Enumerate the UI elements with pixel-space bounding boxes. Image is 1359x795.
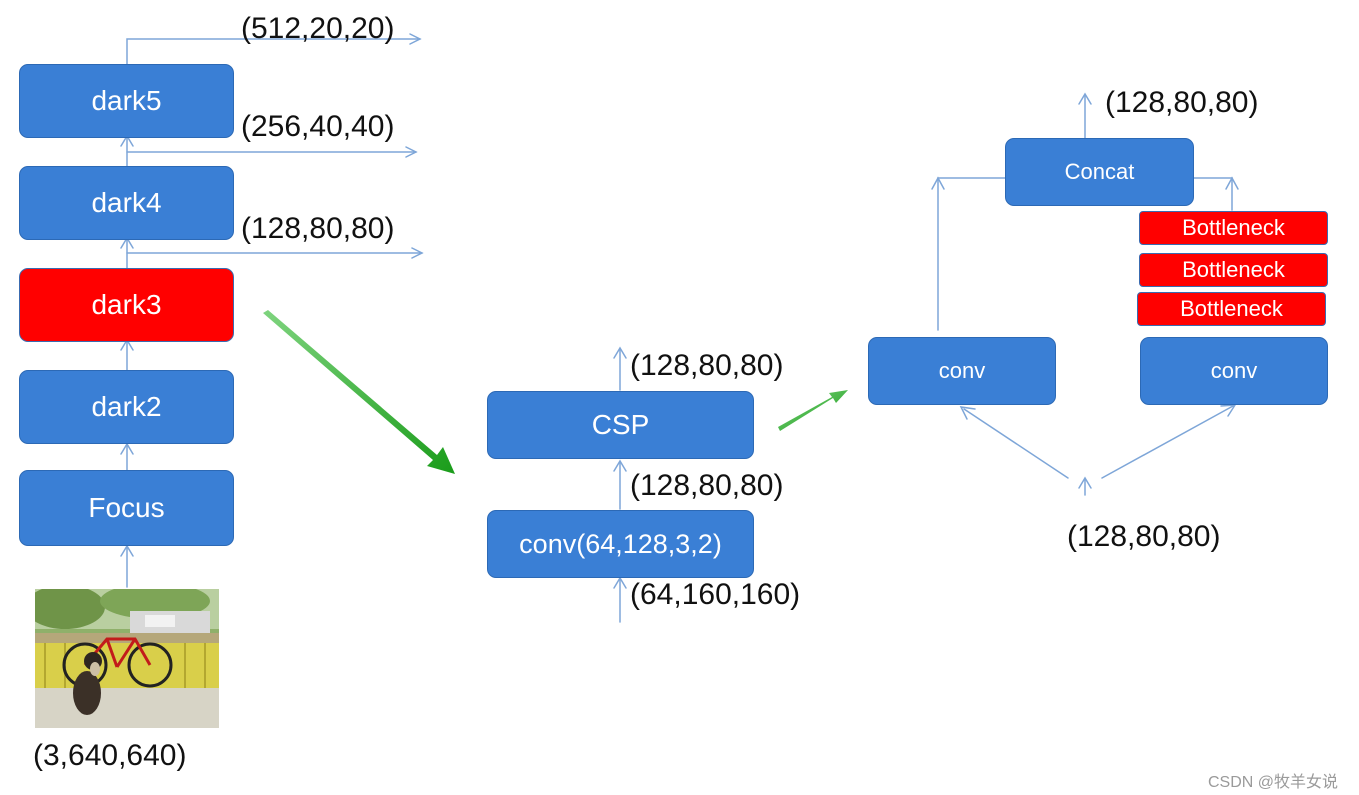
dark4-output-shape: (256,40,40) — [241, 110, 395, 143]
green-arrow-to-csp-detail-icon — [778, 390, 848, 431]
concat-block: Concat — [1005, 138, 1194, 206]
green-arrow-to-csp-icon — [263, 310, 455, 474]
concat-output-shape: (128,80,80) — [1105, 86, 1259, 119]
dark4-block: dark4 — [19, 166, 234, 240]
conv-output-shape: (128,80,80) — [630, 469, 784, 502]
csp-output-shape: (128,80,80) — [630, 349, 784, 382]
focus-block: Focus — [19, 470, 234, 546]
csp-input-shape: (128,80,80) — [1067, 520, 1221, 553]
conv-right-block: conv — [1140, 337, 1328, 405]
dark2-block: dark2 — [19, 370, 234, 444]
dark5-output-shape: (512,20,20) — [241, 12, 395, 45]
bottleneck-block: Bottleneck — [1139, 211, 1328, 245]
input-shape: (3,640,640) — [33, 739, 187, 772]
conv-block: conv(64,128,3,2) — [487, 510, 754, 578]
csp-block: CSP — [487, 391, 754, 459]
conv-input-shape: (64,160,160) — [630, 578, 801, 611]
input-image — [35, 589, 219, 728]
conv-left-block: conv — [868, 337, 1056, 405]
dark3-block: dark3 — [19, 268, 234, 342]
bottleneck-block: Bottleneck — [1137, 292, 1326, 326]
watermark: CSDN @牧羊女说 — [1208, 774, 1339, 791]
bottleneck-block: Bottleneck — [1139, 253, 1328, 287]
dark5-block: dark5 — [19, 64, 234, 138]
dark3-output-shape: (128,80,80) — [241, 212, 395, 245]
